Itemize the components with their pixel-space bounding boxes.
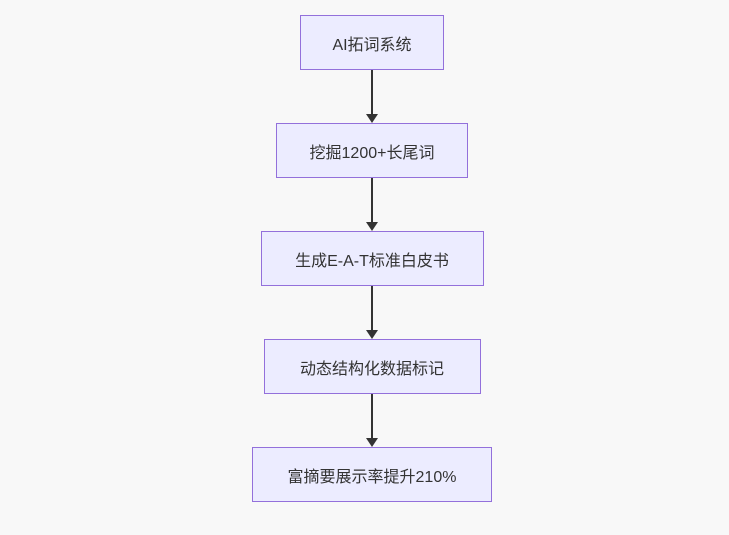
edge-line bbox=[371, 394, 373, 439]
flow-node-eat-whitepaper: 生成E-A-T标准白皮书 bbox=[260, 231, 484, 286]
edge-arrow-3 bbox=[366, 286, 378, 339]
flowchart: AI拓词系统 挖掘1200+长尾词 生成E-A-T标准白皮书 动态结构化数据标记… bbox=[252, 15, 492, 502]
arrowhead-down-icon bbox=[366, 114, 378, 123]
edge-arrow-4 bbox=[366, 394, 378, 447]
flow-node-structured-data-markup: 动态结构化数据标记 bbox=[263, 339, 481, 394]
edge-line bbox=[371, 178, 373, 223]
edge-line bbox=[371, 286, 373, 331]
flow-node-rich-snippet-result: 富摘要展示率提升210% bbox=[252, 447, 492, 502]
flow-node-ai-keyword-system: AI拓词系统 bbox=[300, 15, 444, 70]
arrowhead-down-icon bbox=[366, 330, 378, 339]
arrowhead-down-icon bbox=[366, 222, 378, 231]
edge-arrow-1 bbox=[366, 70, 378, 123]
arrowhead-down-icon bbox=[366, 438, 378, 447]
edge-line bbox=[371, 70, 373, 115]
edge-arrow-2 bbox=[366, 178, 378, 231]
flow-node-longtail-keywords: 挖掘1200+长尾词 bbox=[276, 123, 468, 178]
